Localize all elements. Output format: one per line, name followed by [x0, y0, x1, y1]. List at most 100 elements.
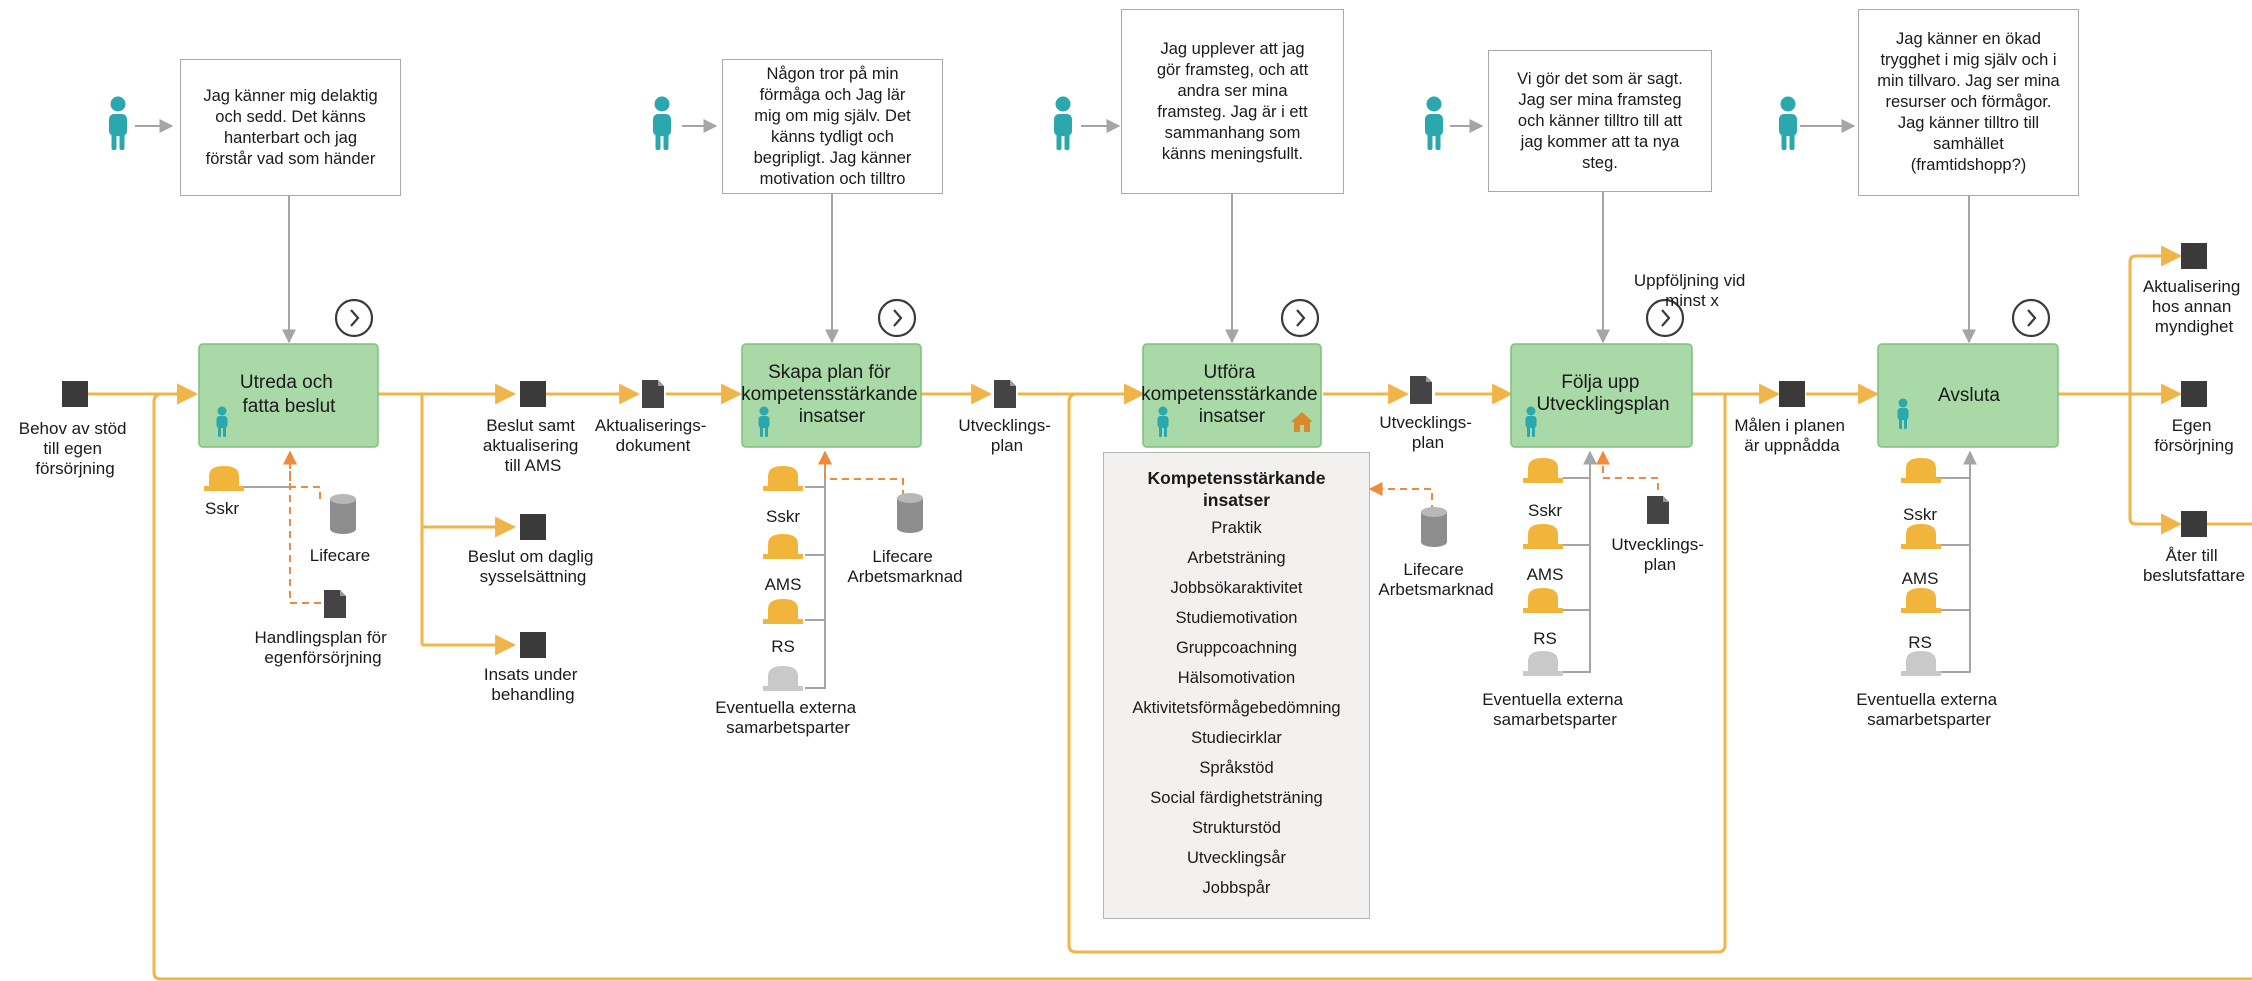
system-label: Lifecare: [310, 546, 370, 565]
end-label: Egen försörjning: [2154, 416, 2233, 455]
hard-hat-icon: [1901, 651, 1941, 676]
list-item: Hälsomotivation: [1177, 669, 1296, 687]
event-square-icon: [520, 514, 546, 540]
database-icon: [330, 494, 356, 534]
hard-hat-icon: [1523, 524, 1563, 549]
activity-folja-upp[interactable]: Följa upp Utvecklingsplan: [1510, 343, 1693, 448]
document-label: Utvecklings- plan: [1379, 413, 1476, 452]
hard-hat-icon: [763, 599, 803, 624]
role-label: AMS: [1902, 569, 1939, 588]
activity-label: Följa upp Utvecklingsplan: [1536, 372, 1669, 415]
external-label: Eventuella externa samarbetsparter: [1482, 690, 1628, 729]
experience-bubble: Vi gör det som är sagt.Jag ser mina fram…: [1488, 50, 1712, 192]
role-label: Sskr: [766, 507, 800, 526]
hard-hat-icon: [1523, 588, 1563, 613]
database-icon: [1421, 507, 1447, 547]
end-label: Åter till beslutsfattare: [2143, 546, 2245, 585]
list-item: Gruppcoachning: [1175, 639, 1298, 657]
end-event-icon: [2181, 381, 2207, 407]
hard-hat-icon: [1901, 524, 1941, 549]
sequence-flows: [88, 245, 2252, 981]
hard-hat-icon: [763, 466, 803, 491]
experience-connectors: [135, 119, 1977, 689]
external-label: Eventuella externa samarbetsparter: [715, 698, 861, 737]
hard-hat-icon: [763, 666, 803, 691]
chevron-circle-icon: [2011, 298, 2051, 338]
person-icon: [1054, 96, 1072, 150]
home-icon: [1291, 412, 1313, 432]
document-label: Utvecklings- plan: [958, 416, 1055, 455]
data-associations: [283, 450, 1659, 604]
activity-label: Skapa plan för kompetensstärkande insats…: [741, 362, 923, 427]
hard-hat-icon: [763, 534, 803, 559]
system-label: Lifecare Arbetsmarknad: [1378, 560, 1493, 599]
event-square-icon: [520, 632, 546, 658]
list-item: Jobbsökaraktivitet: [1170, 579, 1303, 597]
role-label: Sskr: [205, 499, 239, 518]
external-label: Eventuella externa samarbetsparter: [1856, 690, 2002, 729]
document-icon: [324, 590, 346, 618]
chevron-circle-icon: [877, 298, 917, 338]
list-item: Jobbspår: [1202, 879, 1271, 897]
list-item: Språkstöd: [1199, 759, 1274, 777]
document-label: Utvecklings- plan: [1611, 535, 1708, 574]
document-label: Handlingsplan för egenförsörjning: [254, 628, 391, 667]
activity-avsluta[interactable]: Avsluta: [1877, 343, 2059, 448]
activity-skapa-plan[interactable]: Skapa plan för kompetensstärkande insats…: [741, 343, 923, 448]
activity-utfora[interactable]: Utföra kompetensstärkande insatser: [1141, 343, 1323, 448]
insatser-title: Kompetensstärkande insatser: [1147, 468, 1326, 510]
activity-utreda[interactable]: Utreda och fatta beslut: [198, 343, 379, 448]
activity-label: Utföra kompetensstärkande insatser: [1141, 362, 1323, 427]
person-icon: [653, 96, 671, 150]
list-item: Studiecirklar: [1191, 729, 1282, 747]
event-square-icon: [520, 381, 546, 407]
list-item: Social färdighetsträning: [1150, 789, 1323, 807]
hard-hat-icon: [204, 466, 244, 491]
event-square-icon: [1779, 381, 1805, 407]
list-item: Utvecklingsår: [1186, 849, 1287, 867]
list-item: Studiemotivation: [1175, 609, 1298, 627]
document-icon: [642, 380, 664, 408]
document-icon: [1410, 376, 1432, 404]
output-label: Insats under behandling: [484, 665, 582, 704]
person-icon: [1779, 96, 1797, 150]
role-label: RS: [1908, 633, 1932, 652]
chevron-circle-icon: [334, 298, 374, 338]
role-label: RS: [1533, 629, 1557, 648]
document-label: Aktualiserings- dokument: [595, 416, 711, 455]
hard-hat-icon: [1523, 458, 1563, 483]
database-icon: [897, 493, 923, 533]
person-icon: [1425, 96, 1443, 150]
role-label: AMS: [765, 575, 802, 594]
list-item: Praktik: [1211, 519, 1262, 537]
activity-label: Avsluta: [1938, 385, 2000, 406]
start-event-icon: [62, 381, 88, 407]
document-icon: [1647, 496, 1669, 524]
hard-hat-icon: [1901, 458, 1941, 483]
end-event-icon: [2181, 511, 2207, 537]
role-label: RS: [771, 637, 795, 656]
output-label: Beslut om daglig sysselsättning: [468, 547, 598, 586]
hard-hat-icon: [1901, 588, 1941, 613]
insatser-list: Kompetensstärkande insatser Praktik Arbe…: [1103, 452, 1370, 919]
output-label: Beslut samt aktualisering till AMS: [483, 416, 583, 475]
list-item: Aktivitetsförmågebedömning: [1132, 699, 1341, 717]
role-label: AMS: [1527, 565, 1564, 584]
list-item: Arbetsträning: [1187, 549, 1286, 567]
system-label: Lifecare Arbetsmarknad: [847, 547, 962, 586]
activity-label: Utreda och fatta beslut: [240, 372, 338, 417]
role-label: Sskr: [1903, 505, 1937, 524]
document-icon: [994, 380, 1016, 408]
person-icon: [109, 96, 127, 150]
followup-note: Uppföljning vid minst x: [1634, 271, 1750, 310]
hard-hat-icon: [1523, 651, 1563, 676]
role-label: Sskr: [1528, 501, 1562, 520]
list-item: Strukturstöd: [1192, 819, 1281, 837]
start-label: Behov av stöd till egen försörjning: [19, 419, 131, 478]
end-label: Aktualisering hos annan myndighet: [2143, 277, 2245, 336]
